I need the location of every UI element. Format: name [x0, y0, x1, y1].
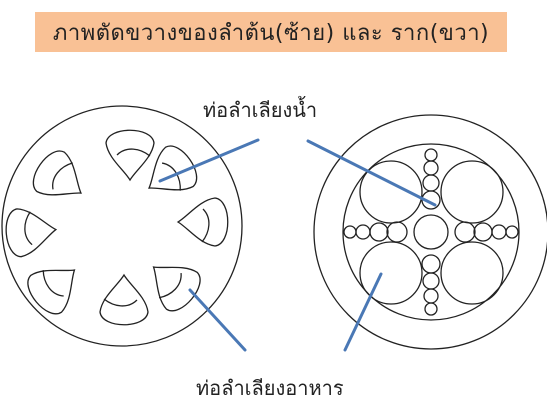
root-xylem	[505, 225, 519, 239]
root-xylem	[424, 148, 438, 162]
root-phloem	[359, 241, 423, 305]
root-xylem	[422, 272, 440, 290]
root-xylem	[355, 224, 371, 240]
root-xylem	[473, 222, 493, 242]
stem-bundle	[99, 273, 149, 326]
stem-bundle	[152, 266, 201, 312]
title-text: ภาพตัดขวางของลำต้น(ซ้าย) และ ราก(ขวา)	[52, 20, 490, 46]
xylem-label: ท่อลำเลียงน้ำ	[203, 98, 318, 122]
root-xylem	[491, 224, 507, 240]
pointer-xylem-root	[306, 139, 437, 207]
stem-outline	[1, 105, 243, 347]
stem-bundle	[27, 269, 76, 315]
root-xylem	[422, 174, 440, 192]
root-xylem	[386, 221, 408, 243]
title-banner: ภาพตัดขวางของลำต้น(ซ้าย) และ ราก(ขวา)	[35, 12, 507, 52]
root-xylem	[423, 160, 439, 176]
root-phloem	[359, 160, 423, 224]
stem-bundle	[32, 150, 82, 196]
root-xylem	[423, 288, 439, 304]
root-phloem	[440, 241, 504, 305]
root-xylem	[424, 302, 438, 316]
root-xylem	[369, 222, 389, 242]
root-xylem	[343, 225, 357, 239]
root-stele	[342, 143, 520, 321]
stem-bundle	[148, 145, 198, 191]
root-center	[413, 214, 449, 250]
stem-bundle	[105, 129, 155, 182]
root-section	[313, 114, 547, 350]
stem-bundle	[176, 197, 229, 247]
pointer-phloem-root	[343, 272, 383, 352]
phloem-label: ท่อลำเลียงอาหาร	[196, 376, 344, 400]
pointer-xylem-stem	[158, 138, 260, 183]
root-phloem	[440, 160, 504, 224]
root-xylem	[454, 221, 476, 243]
pointer-phloem-stem	[188, 288, 247, 352]
pointer-lines	[158, 138, 437, 352]
stem-bundle	[5, 208, 58, 258]
root-outline	[313, 114, 547, 350]
root-xylem	[421, 254, 441, 274]
